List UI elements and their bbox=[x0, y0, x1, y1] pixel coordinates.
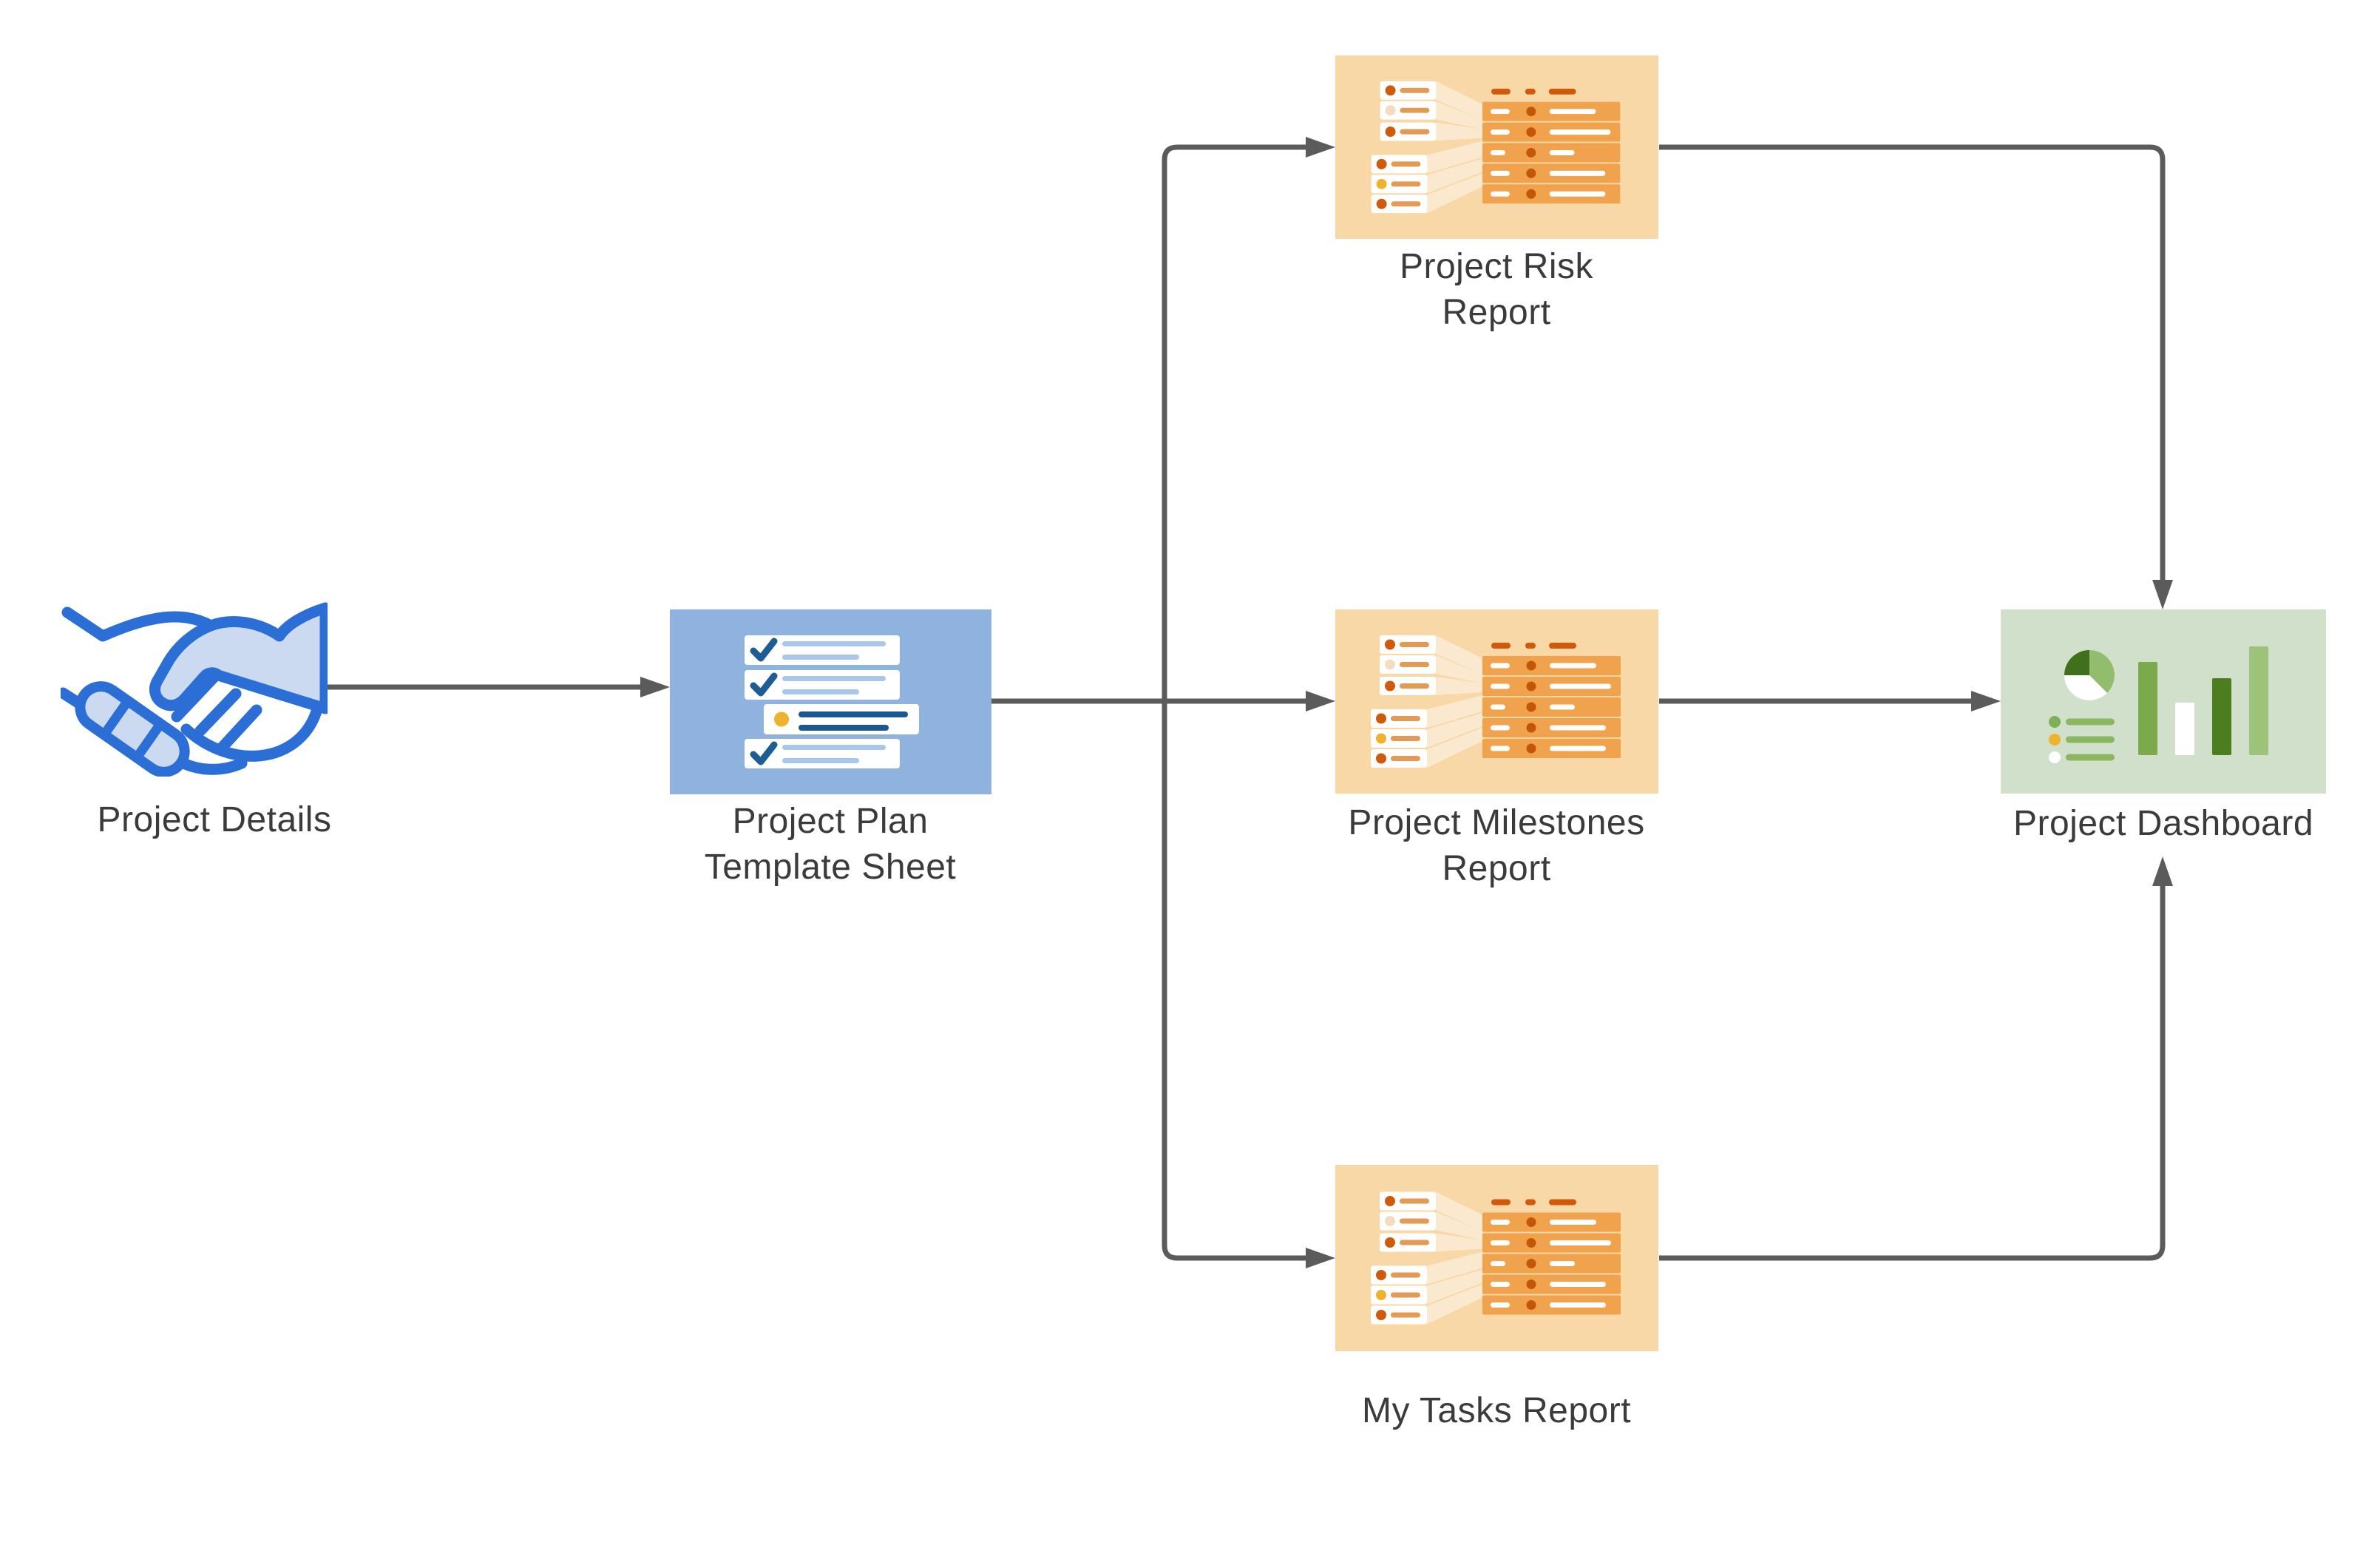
node-label-project-dashboard: Project Dashboard bbox=[2013, 804, 2314, 843]
node-project-details[interactable] bbox=[61, 598, 328, 777]
edge-plan-to-risk bbox=[1162, 144, 1307, 700]
arrowhead bbox=[1306, 1248, 1335, 1268]
node-label-my-tasks-report: My Tasks Report bbox=[1361, 1391, 1632, 1430]
checklist-icon bbox=[745, 635, 919, 768]
node-label-project-details: Project Details bbox=[97, 800, 332, 839]
node-label-project-risk-report: Project Risk Report bbox=[1399, 247, 1594, 332]
arrowhead bbox=[1971, 691, 2001, 711]
report-icon bbox=[1335, 55, 1658, 239]
edge-risk-to-dashboard bbox=[1659, 144, 2166, 581]
report-icon bbox=[1335, 1165, 1658, 1351]
edge-tasks-to-dashboard bbox=[1659, 886, 2166, 1261]
node-label-project-milestones-report: Project Milestones Report bbox=[1348, 803, 1645, 888]
arrowhead bbox=[2152, 856, 2173, 886]
arrowhead bbox=[2152, 580, 2173, 609]
handshake-icon bbox=[61, 602, 328, 777]
legend-list-glyph bbox=[2049, 716, 2115, 763]
report-icon bbox=[1335, 609, 1658, 794]
node-project-risk-report[interactable] bbox=[1335, 55, 1658, 239]
node-label-project-plan-template-sheet: Project Plan Template Sheet bbox=[704, 802, 957, 887]
arrowhead bbox=[1306, 691, 1335, 711]
arrowhead bbox=[640, 677, 670, 697]
pie-chart-glyph bbox=[2064, 650, 2115, 700]
bar-chart-glyph bbox=[2138, 646, 2268, 755]
edge-plan-to-tasks bbox=[1162, 703, 1307, 1261]
node-project-dashboard[interactable] bbox=[2001, 609, 2326, 794]
node-my-tasks-report[interactable] bbox=[1335, 1165, 1658, 1351]
arrowhead bbox=[1306, 137, 1335, 158]
node-project-plan-template-sheet[interactable] bbox=[670, 609, 991, 794]
node-project-milestones-report[interactable] bbox=[1335, 609, 1658, 794]
dashboard-icon bbox=[2049, 646, 2268, 763]
